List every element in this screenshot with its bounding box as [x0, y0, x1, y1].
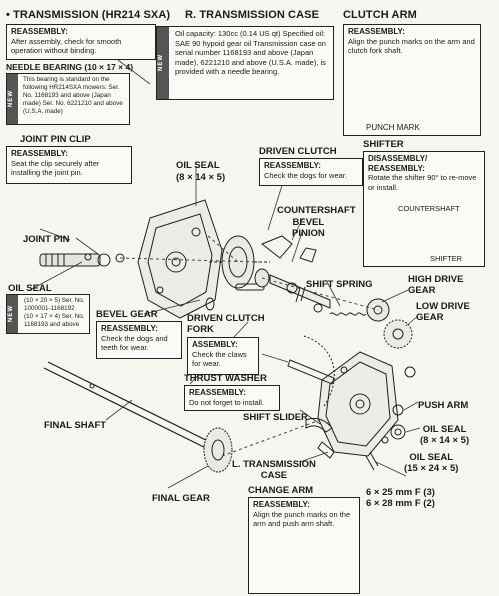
l-transmission-case-part	[317, 351, 399, 457]
transmission-title: • TRANSMISSION (HR214 SXA)	[6, 9, 170, 21]
fork-note-title: ASSEMBLY:	[192, 340, 238, 349]
bevel-gear-label: BEVEL GEAR	[96, 309, 158, 320]
shift-spring-part	[313, 303, 367, 316]
shift-slider-label: SHIFT SLIDER	[243, 412, 308, 423]
high-drive-gear-label: HIGH DRIVE GEAR	[408, 274, 464, 296]
title-text: TRANSMISSION (HR214 SXA)	[13, 9, 171, 21]
joint-pin-label: JOINT PIN	[23, 234, 70, 245]
final-gear-label: FINAL GEAR	[152, 493, 210, 504]
countershaft-label: COUNTERSHAFT	[277, 205, 356, 216]
reassembly-note-top: REASSEMBLY: After assembly, check for sm…	[6, 24, 156, 60]
r-case-text: Oil capacity: 130cc (0.14 US qt) Specifi…	[175, 29, 326, 77]
change-arm-note: REASSEMBLY: Align the punch marks on the…	[248, 497, 360, 594]
new-tag-oil-seal: NEW	[7, 295, 18, 333]
new-tag-r-case: NEW	[157, 27, 169, 99]
oil-seal-left-text: (10 × 20 × 5) Ser. No. 1000001-1168192 (…	[24, 297, 85, 328]
change-arm-note-title: REASSEMBLY:	[253, 500, 310, 509]
driven-clutch-fork-label: DRIVEN CLUTCH FORK	[187, 313, 265, 335]
joint-pin-clip-label: JOINT PIN CLIP	[20, 134, 91, 145]
final-gear-part	[203, 427, 233, 473]
input-shaft-part	[39, 253, 125, 267]
fork-note-text: Check the claws for wear.	[192, 349, 247, 369]
change-arm-label: CHANGE ARM	[248, 485, 314, 496]
thrust-washer-label: THRUST WASHER	[184, 373, 267, 384]
oil-seal-top-label: OIL SEAL (8 × 14 × 5)	[176, 160, 226, 183]
driven-clutch-note-title: REASSEMBLY:	[264, 161, 321, 170]
joint-pin-clip-note-text: Seat the clip securely after installing …	[11, 158, 100, 178]
bolts-part	[365, 451, 379, 471]
l-transmission-case-label: L. TRANSMISSION CASE	[232, 459, 316, 481]
driven-clutch-label: DRIVEN CLUTCH	[259, 146, 337, 157]
reassembly-note-title: REASSEMBLY:	[11, 27, 68, 36]
r-transmission-case-part	[137, 199, 223, 319]
driven-clutch-note-text: Check the dogs for wear.	[264, 170, 347, 180]
joint-pin-clip-note: REASSEMBLY: Seat the clip securely after…	[6, 146, 132, 184]
title-bullet: •	[6, 9, 10, 21]
driven-clutch-note: REASSEMBLY: Check the dogs for wear.	[259, 158, 363, 186]
shifter-inset-countershaft-label: COUNTERSHAFT	[398, 204, 460, 213]
thrust-washer-note-title: REASSEMBLY:	[189, 388, 246, 397]
clutch-arm-note-text: Align the punch marks on the arm and clu…	[348, 36, 475, 56]
clutch-arm-note: REASSEMBLY: Align the punch marks on the…	[343, 24, 481, 136]
oil-seals-right-part	[390, 404, 406, 440]
shifter-note-title: DISASSEMBLY/ REASSEMBLY:	[368, 154, 428, 173]
reassembly-note-text: After assembly, check for smooth operati…	[11, 36, 122, 56]
bevel-pinion-label: BEVEL PINION	[292, 217, 325, 239]
shifter-note: DISASSEMBLY/ REASSEMBLY: Rotate the shif…	[363, 151, 485, 267]
thrust-washer-note-text: Do not forget to install.	[189, 397, 265, 407]
oil-seal-left-note: (10 × 20 × 5) Ser. No. 1000001-1168192 (…	[6, 294, 90, 334]
needle-bearing-text: This bearing is standard on the followin…	[23, 76, 123, 115]
clutch-fork-part	[261, 235, 317, 263]
r-case-title: R. TRANSMISSION CASE	[185, 9, 320, 21]
clutch-arm-note-title: REASSEMBLY:	[348, 27, 405, 36]
bevel-gear-note: REASSEMBLY: Check the dogs and teeth for…	[96, 321, 182, 359]
needle-bearing-title: NEEDLE BEARING (10 × 17 × 4)	[6, 62, 134, 72]
bevel-gear-note-text: Check the dogs and teeth for wear.	[101, 333, 168, 353]
change-arm-note-text: Align the punch marks on the arm and pus…	[253, 509, 351, 529]
final-shaft-label: FINAL SHAFT	[44, 420, 107, 431]
needle-bearing-note: This bearing is standard on the followin…	[6, 73, 130, 125]
new-tag-needle: NEW	[7, 74, 18, 124]
oil-seal-right-bottom-label: OIL SEAL (15 × 24 × 5)	[404, 452, 459, 474]
shift-spring-label: SHIFT SPRING	[306, 279, 373, 290]
shift-slider-part	[287, 335, 335, 459]
oil-seal-left-label: OIL SEAL	[8, 283, 52, 294]
bevel-gear-note-title: REASSEMBLY:	[101, 324, 158, 333]
clutch-arm-title: CLUTCH ARM	[343, 9, 417, 21]
shifter-label: SHIFTER	[363, 139, 404, 150]
punch-mark-label: PUNCH MARK	[366, 123, 420, 132]
shifter-note-text: Rotate the shifter 90° to re-move or ins…	[368, 173, 477, 192]
shifter-inset-shifter-label: SHIFTER	[430, 254, 463, 263]
joint-pin-clip-note-title: REASSEMBLY:	[11, 149, 68, 158]
fork-note: ASSEMBLY: Check the claws for wear.	[187, 337, 259, 375]
low-drive-gear-label: LOW DRIVE GEAR	[416, 301, 470, 323]
bolts-label: 6 × 25 mm F (3) 6 × 28 mm F (2)	[366, 487, 435, 509]
push-arm-label: PUSH ARM	[418, 400, 469, 411]
oil-seal-right-top-label: OIL SEAL (8 × 14 × 5)	[420, 424, 470, 446]
final-shaft-part	[43, 361, 227, 457]
thrust-washer-note: REASSEMBLY: Do not forget to install.	[184, 385, 280, 411]
bevel-gear-part	[205, 235, 270, 311]
r-case-note: Oil capacity: 130cc (0.14 US qt) Specifi…	[156, 26, 334, 100]
